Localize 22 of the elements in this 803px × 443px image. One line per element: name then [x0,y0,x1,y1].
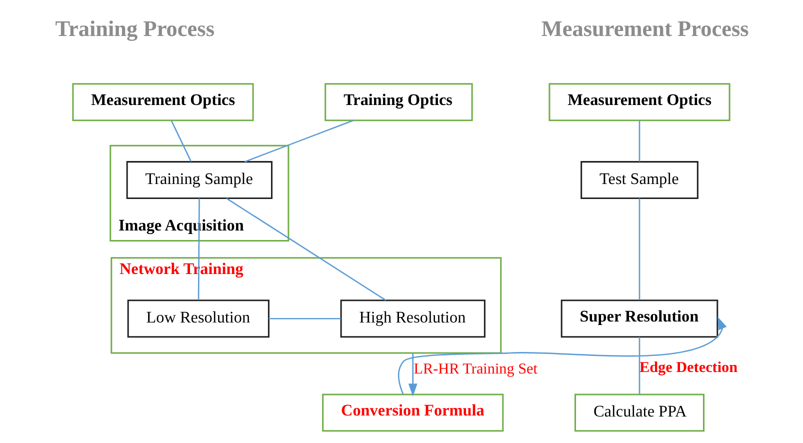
node-box: Conversion Formula [322,394,504,432]
connector [170,120,192,162]
node-box: Super Resolution [560,300,718,338]
node-box: Test Sample [580,161,698,199]
node-box: High Resolution [340,300,486,338]
node-box: Low Resolution [127,300,270,338]
node-box: Training Optics [324,83,473,122]
node-box: Measurement Optics [548,83,730,122]
connector [638,120,640,162]
node-box: Calculate PPA [574,394,704,432]
arrow [398,316,727,394]
connector [268,318,341,320]
arrow [408,353,418,396]
connector [638,336,640,394]
label: Training Process [55,16,215,41]
connector [198,198,200,300]
connector [638,198,640,300]
node-box: Measurement Optics [72,83,254,122]
connector [226,198,386,301]
edge-label: LR-HR Training Set [414,360,538,378]
label: Measurement Process [541,16,749,41]
node-box: Training Sample [126,161,273,199]
